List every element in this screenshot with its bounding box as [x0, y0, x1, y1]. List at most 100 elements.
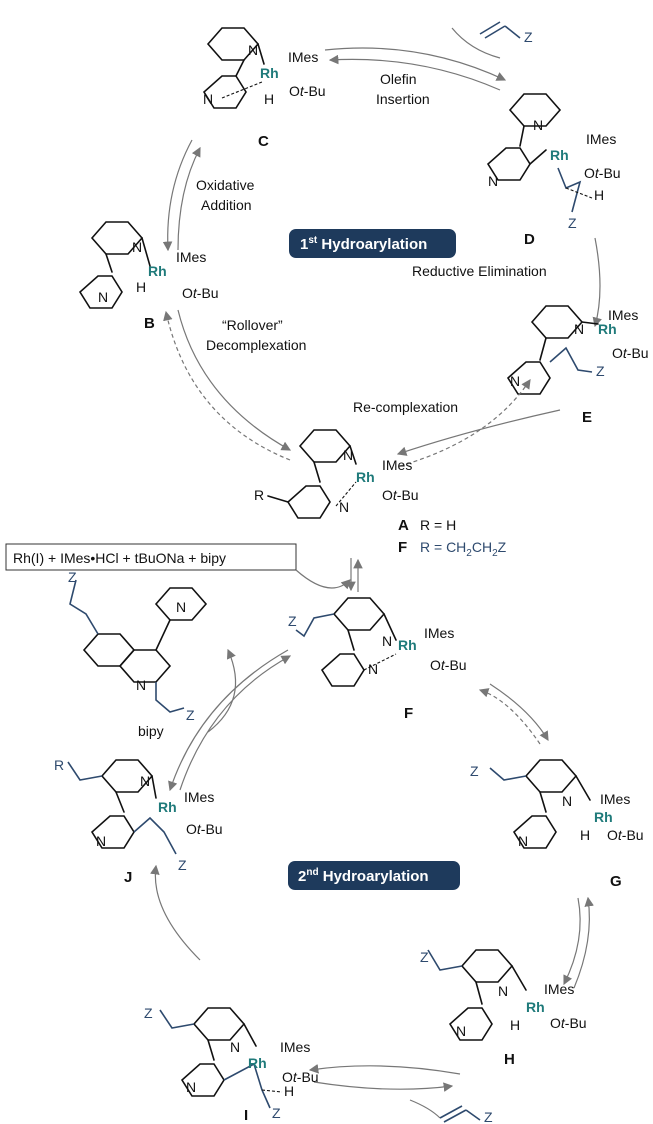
- svg-text:IMes: IMes: [184, 789, 214, 805]
- product-bipy: N N Z Z bipy: [68, 569, 237, 739]
- second-hydroarylation-banner: 2nd Hydroarylation: [288, 861, 460, 890]
- svg-text:N: N: [510, 373, 520, 389]
- label-c: C: [258, 133, 269, 150]
- svg-text:H: H: [510, 1017, 520, 1033]
- svg-text:Rh: Rh: [356, 469, 375, 485]
- svg-text:H: H: [594, 187, 604, 203]
- label-j: J: [124, 869, 132, 886]
- n-atom: N: [248, 42, 258, 58]
- svg-text:N: N: [98, 289, 108, 305]
- svg-text:Z: Z: [272, 1105, 281, 1121]
- svg-text:Rh: Rh: [148, 263, 167, 279]
- svg-text:IMes: IMes: [600, 791, 630, 807]
- svg-text:N: N: [230, 1039, 240, 1055]
- label-a: A: [398, 517, 409, 534]
- svg-text:IMes: IMes: [280, 1039, 310, 1055]
- svg-text:Z: Z: [144, 1005, 153, 1021]
- svg-text:Ot-Bu: Ot-Bu: [584, 165, 621, 181]
- olefin-top: Z: [451, 21, 533, 59]
- svg-text:Z: Z: [178, 857, 187, 873]
- first-hydroarylation-banner: 1st Hydroarylation: [289, 229, 456, 258]
- compound-a: N N Rh IMes Ot-Bu R A R = H F R = CH2CH2…: [254, 429, 507, 559]
- svg-text:Z: Z: [596, 363, 605, 379]
- compound-f: Z N N Rh IMes Ot-Bu F: [288, 597, 467, 722]
- svg-text:Rh: Rh: [158, 799, 177, 815]
- svg-text:H: H: [284, 1083, 294, 1099]
- svg-text:N: N: [368, 661, 378, 677]
- svg-text:N: N: [498, 983, 508, 999]
- svg-text:IMes: IMes: [176, 249, 206, 265]
- svg-text:Ot-Bu: Ot-Bu: [607, 827, 644, 843]
- label-b: B: [144, 315, 155, 332]
- compound-c: N N Rh IMes H Ot-Bu C: [202, 27, 326, 150]
- svg-text:Ot-Bu: Ot-Bu: [550, 1015, 587, 1031]
- svg-text:Z: Z: [288, 613, 297, 629]
- label-f-legend: F: [398, 539, 407, 556]
- compound-h: Z N N Rh IMes H Ot-Bu H: [420, 949, 587, 1068]
- svg-text:Ot-Bu: Ot-Bu: [430, 657, 467, 673]
- svg-text:N: N: [140, 773, 150, 789]
- svg-text:Rh: Rh: [526, 999, 545, 1015]
- svg-text:R: R: [54, 757, 64, 773]
- compound-i: Z H Z N N Rh IMes Ot-Bu I: [144, 1005, 319, 1124]
- compound-d: N N Rh IMes Ot-Bu H Z D: [486, 93, 621, 248]
- svg-text:Z: Z: [186, 707, 195, 723]
- reagents-text: Rh(I) + IMes•HCl + tBuONa + bipy: [13, 550, 226, 566]
- reagents-box: Rh(I) + IMes•HCl + tBuONa + bipy: [5, 543, 351, 590]
- svg-text:N: N: [488, 173, 498, 189]
- svg-text:H: H: [580, 827, 590, 843]
- svg-text:N: N: [96, 833, 106, 849]
- rhodium-atom: Rh: [260, 65, 279, 81]
- svg-text:Ot-Bu: Ot-Bu: [612, 345, 649, 361]
- svg-text:H: H: [136, 279, 146, 295]
- svg-text:1st Hydroarylation: 1st Hydroarylation: [300, 235, 427, 253]
- svg-text:R: R: [254, 487, 264, 503]
- svg-text:Rh: Rh: [594, 809, 613, 825]
- label-g: G: [610, 873, 622, 890]
- step-oxidative-addition: Oxidative: [196, 177, 255, 193]
- step-recomplexation: Re-complexation: [353, 399, 458, 415]
- svg-text:Z: Z: [484, 1109, 493, 1124]
- label-i: I: [244, 1107, 248, 1124]
- svg-text:N: N: [132, 239, 142, 255]
- svg-text:IMes: IMes: [424, 625, 454, 641]
- svg-text:N: N: [186, 1079, 196, 1095]
- svg-text:Z: Z: [420, 949, 429, 965]
- imes-ligand: IMes: [288, 49, 318, 65]
- bipy-label: bipy: [138, 723, 164, 739]
- step-rollover: “Rollover”: [222, 317, 283, 333]
- label-d: D: [524, 231, 535, 248]
- legend-f: R = CH2CH2Z: [420, 539, 507, 559]
- step-reductive-elimination: Reductive Elimination: [412, 263, 547, 279]
- svg-text:Ot-Bu: Ot-Bu: [186, 821, 223, 837]
- svg-text:IMes: IMes: [544, 981, 574, 997]
- step-olefin-insertion: Olefin: [380, 71, 417, 87]
- svg-text:N: N: [574, 321, 584, 337]
- svg-text:Ot-Bu: Ot-Bu: [282, 1069, 319, 1085]
- svg-text:Z: Z: [470, 763, 479, 779]
- compound-e: N N Rh IMes Ot-Bu Z E: [506, 305, 649, 426]
- svg-text:N: N: [343, 447, 353, 463]
- svg-text:Z: Z: [524, 29, 533, 45]
- svg-text:IMes: IMes: [382, 457, 412, 473]
- legend-a: R = H: [420, 517, 456, 533]
- svg-text:Insertion: Insertion: [376, 91, 430, 107]
- svg-text:Decomplexation: Decomplexation: [206, 337, 306, 353]
- compound-j: R Z N N Rh IMes Ot-Bu J: [54, 757, 223, 886]
- svg-text:IMes: IMes: [608, 307, 638, 323]
- svg-text:N: N: [136, 677, 146, 693]
- label-f: F: [404, 705, 413, 722]
- svg-text:Rh: Rh: [398, 637, 417, 653]
- svg-text:N: N: [456, 1023, 466, 1039]
- svg-text:Z: Z: [68, 569, 77, 585]
- svg-text:N: N: [518, 833, 528, 849]
- svg-text:Rh: Rh: [550, 147, 569, 163]
- svg-text:Addition: Addition: [201, 197, 252, 213]
- svg-text:N: N: [382, 633, 392, 649]
- svg-text:Ot-Bu: Ot-Bu: [289, 83, 326, 99]
- olefin-bottom: Z: [409, 1099, 493, 1124]
- svg-text:2nd Hydroarylation: 2nd Hydroarylation: [298, 867, 429, 885]
- svg-text:IMes: IMes: [586, 131, 616, 147]
- svg-text:Rh: Rh: [598, 321, 617, 337]
